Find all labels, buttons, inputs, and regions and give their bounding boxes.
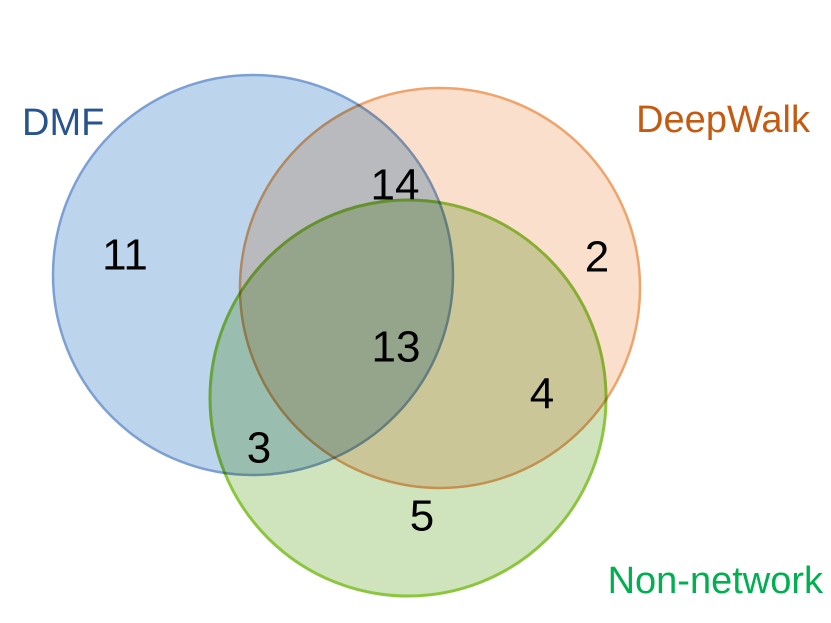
region-count-dmf-deepwalk: 14 [371, 161, 420, 210]
region-count-dmf-nonnetwork: 3 [247, 424, 271, 473]
venn-region-counts-group: 11 14 2 13 3 4 5 [102, 161, 609, 541]
set-label-dmf: DMF [22, 102, 104, 144]
region-count-all-three: 13 [372, 323, 421, 372]
region-count-deepwalk-only: 2 [585, 233, 609, 282]
set-label-nonnetwork: Non-network [608, 560, 824, 602]
venn-circle-nonnetwork[interactable] [208, 198, 608, 598]
venn-circles-group [51, 73, 642, 598]
set-label-deepwalk: DeepWalk [636, 99, 811, 141]
region-count-deepwalk-nonnetwork: 4 [530, 370, 554, 419]
region-count-dmf-only: 11 [102, 231, 148, 280]
region-count-nonnetwork-only: 5 [410, 492, 434, 541]
venn-set-labels-group: DMF DeepWalk Non-network [22, 99, 824, 602]
